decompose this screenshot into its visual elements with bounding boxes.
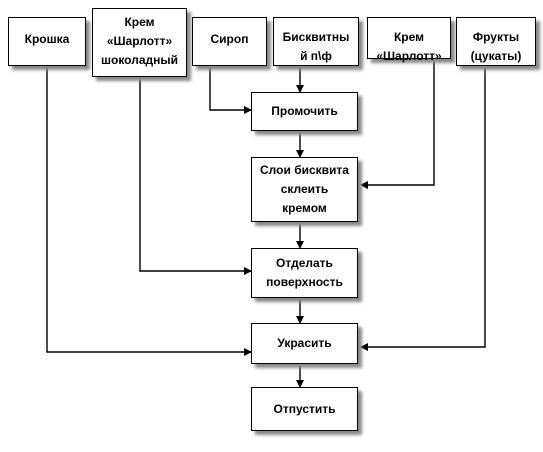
node-otpustit: Отпустить xyxy=(251,387,358,431)
node-promochit: Промочить xyxy=(251,92,358,131)
node-sirop: Сироп xyxy=(192,17,267,66)
node-ukrasit: Украсить xyxy=(251,323,358,364)
node-sloi: Слои бисквита склеить кремом xyxy=(251,157,358,222)
node-kroshka: Крошка xyxy=(8,17,86,66)
edge-frukty-ukrasit xyxy=(360,66,486,351)
edge-krem-sloi xyxy=(360,59,435,189)
edge-kroshka-ukrasit xyxy=(46,66,252,356)
node-otdelat: Отделать поверхность xyxy=(251,248,358,298)
edge-kremchoc-otdelat xyxy=(139,77,252,275)
node-krem-chocolate: Крем «Шарлотт» шоколадный xyxy=(92,8,187,77)
node-biskvit: Бисквитны й п\ф xyxy=(273,17,359,66)
node-krem-sharlott: Крем «Шарлотт» xyxy=(367,17,451,63)
node-frukty: Фрукты (цукаты) xyxy=(456,17,536,66)
edge-sirop-promochit xyxy=(209,66,252,114)
